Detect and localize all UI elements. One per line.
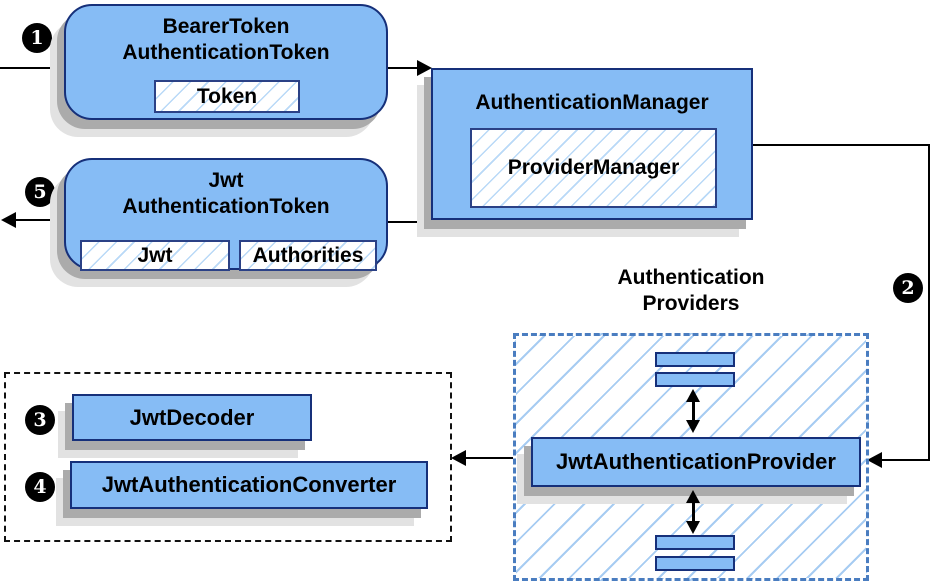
step-4-badge: 4 xyxy=(25,472,55,502)
authentication-providers-area: JwtAuthenticationProvider xyxy=(513,333,869,581)
authentication-manager-node: AuthenticationManager ProviderManager xyxy=(431,68,753,220)
step-5-badge: 5 xyxy=(25,177,55,207)
request-in-line xyxy=(0,67,64,69)
jwt-converters-group xyxy=(4,372,452,542)
jwt-authentication-converter-node: JwtAuthenticationConverter xyxy=(70,461,428,509)
manager-to-provider-line-bottom xyxy=(881,459,928,461)
token-chip: Token xyxy=(154,80,300,113)
double-arrow-icon xyxy=(686,389,700,433)
jwt-decoder-node: JwtDecoder xyxy=(72,394,312,441)
double-arrow-icon xyxy=(686,490,700,534)
authorities-chip: Authorities xyxy=(239,240,377,271)
bearer-token-authentication-token-node: BearerToken AuthenticationToken Token xyxy=(64,4,388,120)
arrowhead-down-icon xyxy=(686,521,700,534)
jwt-authentication-provider-node: JwtAuthenticationProvider xyxy=(531,437,861,487)
jwt-authentication-provider-label: JwtAuthenticationProvider xyxy=(556,449,836,474)
provider-placeholder-bar xyxy=(655,535,735,550)
step-3-number: 3 xyxy=(33,409,47,431)
step-2-number: 2 xyxy=(901,277,915,299)
provider-placeholder-bar xyxy=(655,352,735,367)
authentication-providers-label: Authentication Providers xyxy=(563,265,819,317)
provider-manager-chip: ProviderManager xyxy=(470,128,717,208)
authorities-chip-label: Authorities xyxy=(252,243,364,267)
step-2-badge: 2 xyxy=(893,273,923,303)
manager-to-provider-line-vertical xyxy=(928,144,930,461)
jwt-token-title-line2: AuthenticationToken xyxy=(122,195,330,218)
step-3-badge: 3 xyxy=(25,405,55,435)
provider-placeholder-bar xyxy=(655,372,735,387)
bearer-token-title: BearerToken AuthenticationToken xyxy=(66,14,386,66)
manager-to-provider-line-top xyxy=(753,144,930,146)
response-out-line xyxy=(15,219,64,221)
bearer-token-title-line1: BearerToken xyxy=(162,15,290,38)
step-5-number: 5 xyxy=(33,181,47,203)
jwt-authentication-token-node: Jwt AuthenticationToken Jwt Authorities xyxy=(64,158,388,271)
authentication-manager-title: AuthenticationManager xyxy=(475,91,709,114)
manager-to-jwt-line xyxy=(388,221,433,223)
provider-placeholder-bar xyxy=(655,556,735,571)
authentication-providers-label-line2: Providers xyxy=(642,292,740,315)
arrowhead-left-icon xyxy=(867,452,882,468)
step-4-number: 4 xyxy=(33,476,47,498)
provider-manager-chip-label: ProviderManager xyxy=(507,156,680,179)
jwt-token-title: Jwt AuthenticationToken xyxy=(66,168,386,220)
arrowhead-up-icon xyxy=(686,389,700,402)
arrowhead-left-icon xyxy=(451,450,466,466)
jwt-chip: Jwt xyxy=(80,240,230,271)
jwt-decoder-label: JwtDecoder xyxy=(129,404,255,430)
bearer-to-manager-line xyxy=(388,67,420,69)
jwt-authentication-converter-label: JwtAuthenticationConverter xyxy=(101,472,397,497)
arrowhead-right-icon xyxy=(417,60,432,76)
jwt-chip-label: Jwt xyxy=(137,243,173,267)
authentication-providers-label-line1: Authentication xyxy=(617,266,765,289)
step-1-number: 1 xyxy=(30,27,44,49)
step-1-badge: 1 xyxy=(22,23,52,53)
arrowhead-left-icon xyxy=(1,212,16,228)
bearer-token-title-line2: AuthenticationToken xyxy=(122,41,330,64)
arrowhead-down-icon xyxy=(686,420,700,433)
provider-to-decoder-line xyxy=(465,457,528,459)
arrowhead-up-icon xyxy=(686,490,700,503)
jwt-token-title-line1: Jwt xyxy=(208,169,244,192)
token-chip-label: Token xyxy=(196,84,258,108)
